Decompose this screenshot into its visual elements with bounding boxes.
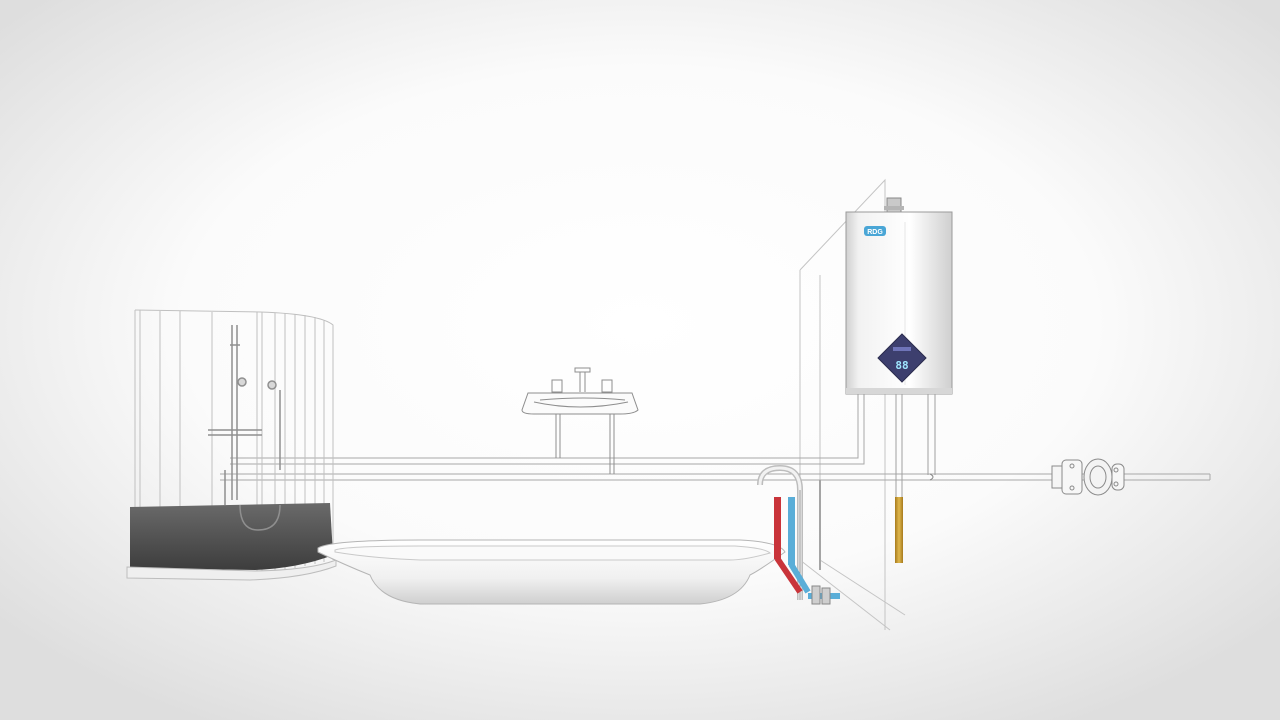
shower-enclosure	[126, 309, 337, 581]
heater-brand: RDG	[867, 229, 883, 236]
main-pipes	[220, 398, 1211, 481]
bathtub	[317, 539, 786, 605]
heater-display-panel	[877, 333, 927, 383]
bathroom-sink	[521, 367, 639, 474]
heater-display-digits[interactable]: 88	[895, 359, 908, 372]
pipe-valve	[1051, 458, 1125, 496]
cold-water-pipe	[788, 497, 795, 565]
tankless-water-heater: RDG 88	[845, 197, 953, 563]
gas-supply-pipe	[895, 497, 903, 563]
tub-faucet	[757, 464, 840, 605]
heater-logo	[864, 226, 886, 236]
shower-base	[126, 559, 337, 581]
shower-tray	[130, 503, 333, 570]
hot-water-pipe	[774, 497, 781, 559]
